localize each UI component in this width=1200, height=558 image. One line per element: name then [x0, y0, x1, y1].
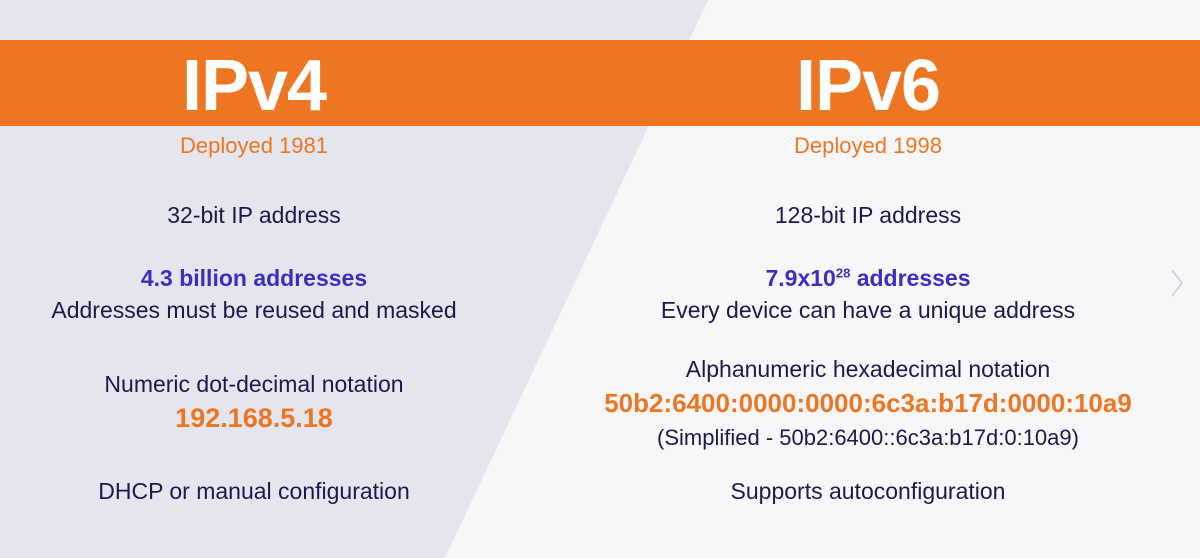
- title-banner: [0, 40, 1200, 126]
- ipv6-address-count-exponent: 28: [835, 265, 851, 281]
- ipv6-address-count: 7.9x1028 addresses: [600, 265, 1136, 292]
- ipv6-address-size: 128-bit IP address: [774, 202, 962, 228]
- ipv4-address-note: Addresses must be reused and masked: [51, 297, 457, 323]
- ipv4-address-count: 4.3 billion addresses: [140, 265, 368, 291]
- ipv6-example-address: 50b2:6400:0000:0000:6c3a:b17d:0000:10a9: [604, 388, 1132, 418]
- ipv4-example-address: 192.168.5.18: [175, 403, 333, 433]
- chevron-right-icon[interactable]: [1170, 268, 1184, 298]
- ipv6-deployed: Deployed 1998: [793, 133, 942, 158]
- ipv4-configuration: DHCP or manual configuration: [98, 478, 410, 504]
- ipv4-deployed: Deployed 1981: [179, 133, 328, 158]
- ipv4-title: IPv4: [181, 46, 327, 126]
- left-panel-bg: [0, 0, 708, 558]
- ipv6-simplified-address: (Simplified - 50b2:6400::6c3a:b17d:0:10a…: [657, 425, 1079, 450]
- ipv6-configuration: Supports autoconfiguration: [730, 478, 1006, 504]
- ipv6-notation-label: Alphanumeric hexadecimal notation: [685, 356, 1051, 382]
- ipv4-notation-label: Numeric dot-decimal notation: [104, 371, 404, 397]
- ipv6-address-count-suffix: addresses: [850, 265, 971, 291]
- ipv6-address-count-base: 7.9x10: [765, 265, 836, 291]
- ipv4-address-size: 32-bit IP address: [167, 202, 341, 228]
- ipv6-title: IPv6: [795, 46, 941, 126]
- ipv6-address-note: Every device can have a unique address: [660, 297, 1076, 323]
